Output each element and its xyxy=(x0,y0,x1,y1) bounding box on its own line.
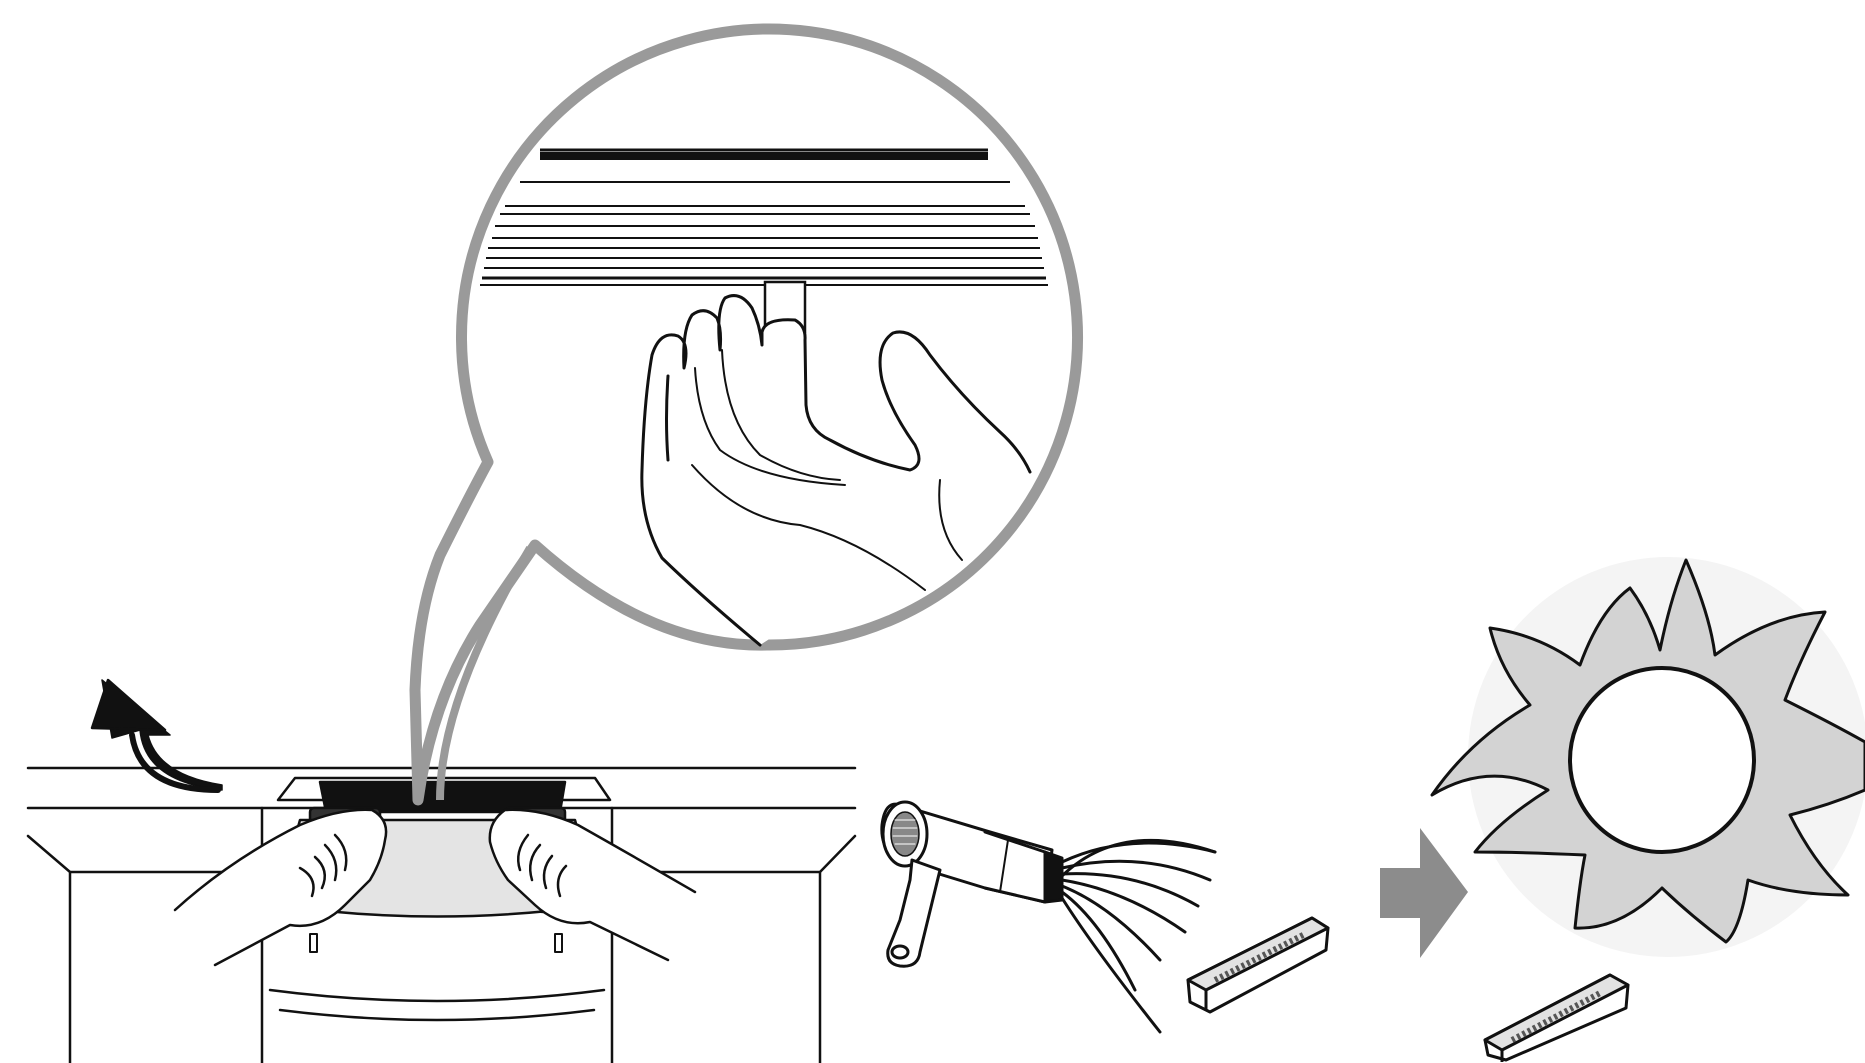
left-hand-icon xyxy=(175,810,386,965)
right-arrow-icon xyxy=(1380,828,1468,958)
magnifier-bubble-icon xyxy=(415,29,1077,800)
lift-arrow-icon xyxy=(92,680,222,790)
right-hand-icon xyxy=(490,810,695,960)
appliance-panel xyxy=(28,680,855,1063)
sun-icon xyxy=(1432,557,1865,957)
hair-dryer-icon xyxy=(882,802,1215,1032)
filter-bar-icon xyxy=(1188,918,1328,1012)
filter-bar-icon xyxy=(1485,975,1628,1062)
